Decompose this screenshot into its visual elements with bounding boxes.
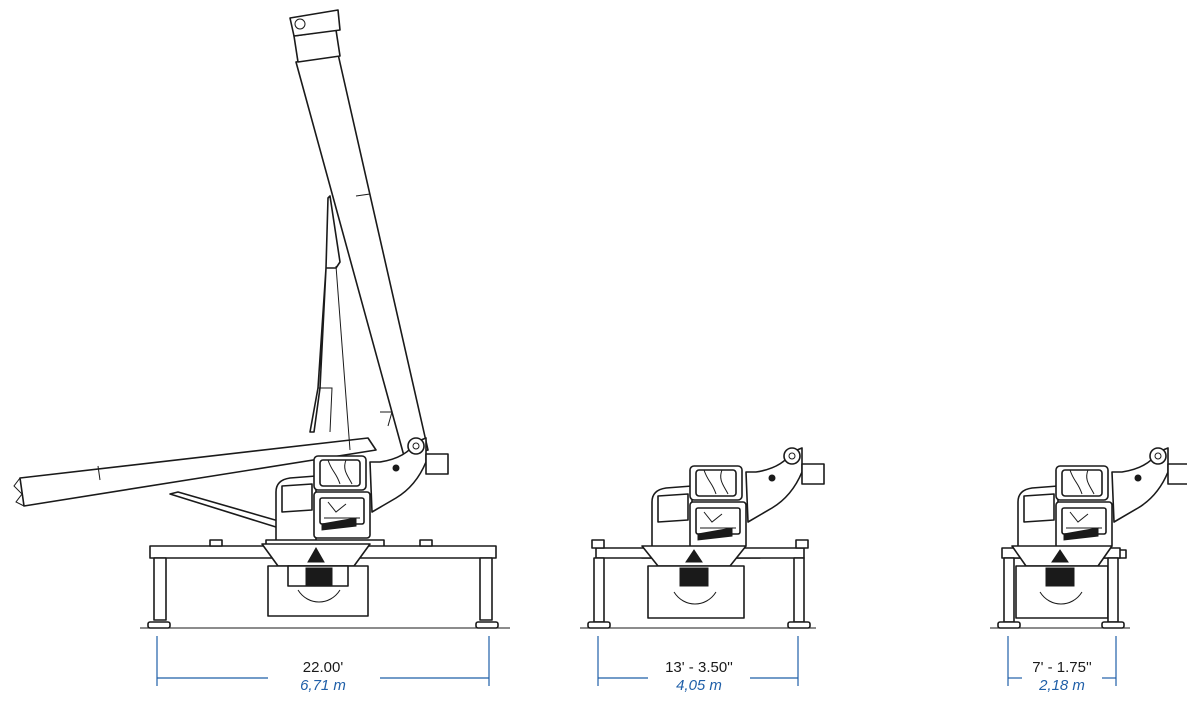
dimension-mid-imperial: 13' - 3.50'' <box>665 659 733 676</box>
dimension-full-metric: 6,71 m <box>300 677 346 694</box>
crane-view-full-outriggers <box>13 9 510 629</box>
dimension-retracted-imperial: 7' - 1.75'' <box>1032 659 1092 676</box>
crane-view-retracted-outriggers <box>990 447 1187 629</box>
dimension-retracted-outriggers: 7' - 1.75'' 2,18 m <box>1007 636 1117 694</box>
dimension-mid-metric: 4,05 m <box>676 677 722 694</box>
dimension-full-outriggers: 22.00' 6,71 m <box>156 636 490 694</box>
crane-view-mid-outriggers <box>580 447 825 629</box>
dimension-full-imperial: 22.00' <box>303 659 344 676</box>
dimension-mid-outriggers: 13' - 3.50'' 4,05 m <box>597 636 799 694</box>
dimension-retracted-metric: 2,18 m <box>1038 677 1085 694</box>
